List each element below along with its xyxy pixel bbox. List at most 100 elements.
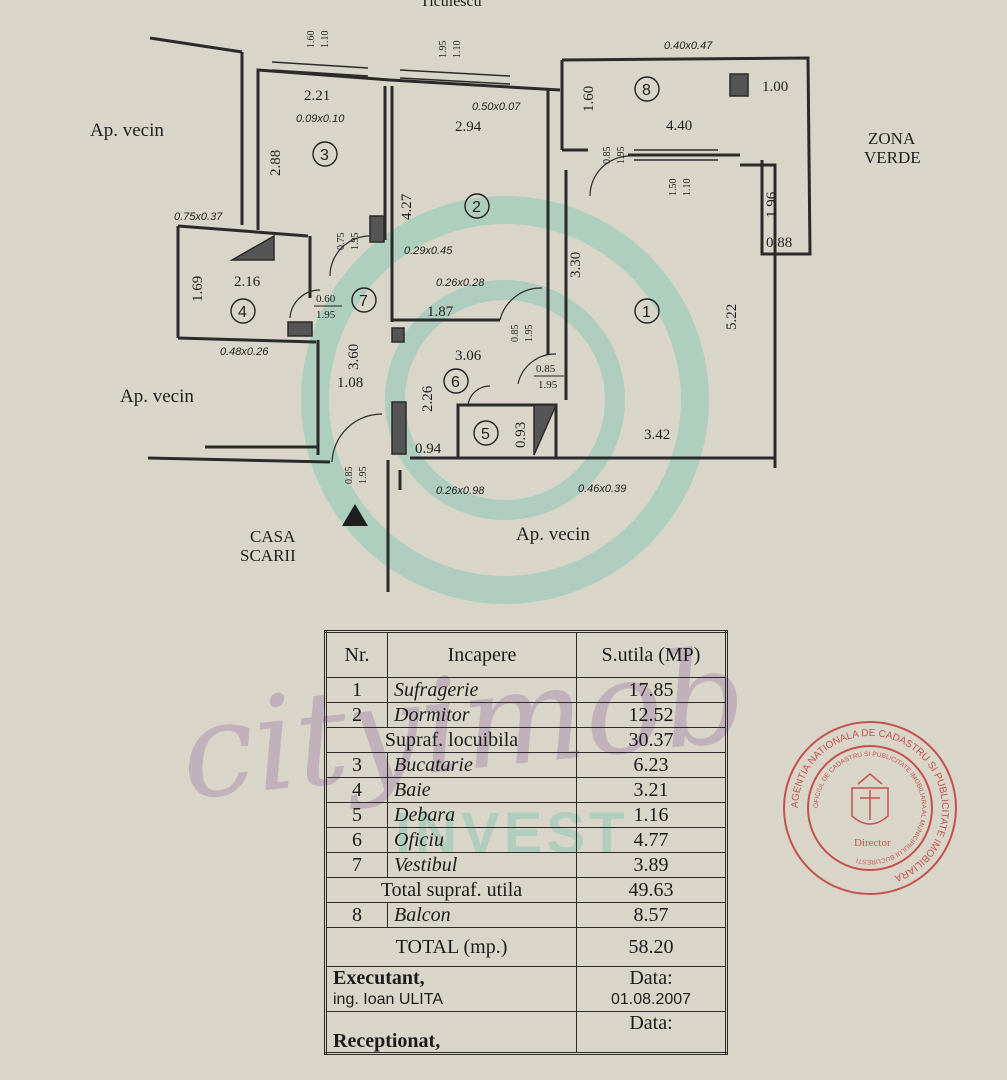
room-number-1: 1 — [642, 304, 651, 321]
executant-date-label: Data: — [629, 967, 673, 989]
vertical-dimension-labels: 2.88 4.27 1.60 1.96 3.30 5.22 1.69 3.60 … — [190, 86, 780, 448]
seal-center-text: Director — [854, 837, 891, 849]
row-area: 3.89 — [576, 852, 727, 878]
row-name: Balcon — [387, 902, 577, 928]
room-number-8: 8 — [642, 82, 651, 99]
d1-height: 1.95 — [538, 379, 558, 391]
w2-width: 1.95 — [438, 41, 449, 59]
table-row: 7 Vestibul 3.89 — [325, 852, 727, 878]
table-row: 5 Debara 1.16 — [325, 802, 727, 828]
d1-width: 0.85 — [536, 363, 556, 375]
area-table: Nr. Incapere S.utila (MP) 1 Sufragerie 1… — [324, 630, 728, 1055]
row-name: Dormitor — [387, 702, 577, 728]
total-useful-row: Total supraf. utila 49.63 — [325, 877, 727, 903]
label-neighbor-top-left: Ap. vecin — [90, 120, 164, 141]
note-3: 0.09x0.10 — [296, 113, 345, 125]
row-nr: 7 — [325, 852, 388, 878]
subtotal-living-value: 30.37 — [576, 727, 727, 753]
w3-height: 1.10 — [320, 31, 331, 49]
note-9: 0.46x0.39 — [578, 483, 626, 495]
row-area: 17.85 — [576, 677, 727, 703]
official-seal: AGENTIA NATIONALA DE CADASTRU SI PUBLICI… — [783, 721, 957, 895]
windows — [271, 61, 718, 161]
coat-of-arms-icon — [851, 773, 889, 825]
receptionat-row: Receptionat, Data: — [325, 1011, 727, 1054]
dim-r7-bottom: 1.87 — [427, 304, 454, 320]
walls — [147, 36, 812, 592]
dim-r1-side: 3.30 — [568, 252, 584, 278]
w1-width: 1.50 — [668, 179, 679, 197]
label-green-zone-2: VERDE — [864, 148, 921, 167]
grand-total-row: TOTAL (mp.) 58.20 — [325, 927, 727, 967]
row-nr: 3 — [325, 752, 388, 778]
total-useful-label: Total supraf. utila — [325, 877, 577, 903]
dim-r4-top: 2.16 — [234, 274, 261, 290]
door-arcs — [289, 155, 631, 463]
dim-corr-width: 3.06 — [455, 348, 482, 364]
w1-height: 1.10 — [682, 179, 693, 197]
d8-width: 0.85 — [602, 147, 613, 165]
dim-r8-small: 1.00 — [762, 79, 788, 95]
grand-total-label: TOTAL (mp.) — [325, 927, 577, 967]
room-number-4: 4 — [238, 304, 247, 321]
note-8: 0.26x0.98 — [436, 485, 485, 497]
grand-total-value: 58.20 — [576, 927, 727, 967]
row-area: 3.21 — [576, 777, 727, 803]
executant-label: Executant, — [333, 967, 425, 989]
row-area: 12.52 — [576, 702, 727, 728]
dim-r1-right: 5.22 — [724, 304, 740, 330]
subtotal-living-label: Supraf. locuibila — [325, 727, 577, 753]
note-2: 0.50x0.07 — [472, 101, 521, 113]
street-label: Ticulescu — [420, 0, 482, 10]
table-row: 4 Baie 3.21 — [325, 777, 727, 803]
floor-plan: Ticulescu — [90, 0, 921, 604]
table-row: 3 Bucatarie 6.23 — [325, 752, 727, 778]
note-7: 0.48x0.26 — [220, 346, 269, 358]
receptionat-date-label: Data: — [576, 1011, 727, 1054]
watermark-ring — [301, 196, 709, 604]
subtotal-living-row: Supraf. locuibila 30.37 — [325, 727, 727, 753]
label-stairs-2: SCARII — [240, 546, 296, 565]
row-nr: 5 — [325, 802, 388, 828]
row-area: 8.57 — [576, 902, 727, 928]
row-nr: 1 — [325, 677, 388, 703]
row-area: 1.16 — [576, 802, 727, 828]
note-1: 0.40x0.47 — [664, 40, 713, 52]
label-neighbor-bottom: Ap. vecin — [516, 524, 590, 545]
room-number-5: 5 — [481, 426, 490, 443]
receptionat-label: Receptionat, — [325, 1011, 577, 1054]
row-name: Bucatarie — [387, 752, 577, 778]
room-number-2: 2 — [472, 199, 481, 216]
d-entry-height: 1.95 — [358, 467, 369, 485]
room-number-3: 3 — [320, 147, 329, 164]
d2-height: 1.95 — [524, 325, 535, 343]
dim-r3-top: 2.21 — [304, 88, 330, 104]
w3-width: 1.60 — [306, 31, 317, 49]
d-entry-width: 0.85 — [344, 467, 355, 485]
shafts — [229, 73, 749, 456]
w2-height: 1.10 — [452, 41, 463, 59]
note-5: 0.29x0.45 — [404, 245, 453, 257]
room-markers — [230, 76, 660, 446]
row-nr: 2 — [325, 702, 388, 728]
dim-r1-bottom: 3.42 — [644, 427, 670, 443]
d4-height: 1.95 — [316, 309, 336, 321]
row-nr: 8 — [325, 902, 388, 928]
room-number-7: 7 — [359, 293, 368, 310]
d8-height: 1.95 — [616, 147, 627, 165]
executant-row: Executant, ing. Ioan ULITA Data: 01.08.2… — [325, 966, 727, 1012]
dim-r2-top: 2.94 — [455, 119, 482, 135]
note-6: 0.26x0.28 — [436, 277, 485, 289]
dim-r6-side: 3.60 — [346, 344, 362, 370]
dimension-labels: 2.21 2.94 4.40 1.00 0.88 3.42 2.16 1.87 … — [234, 79, 792, 457]
row-nr: 4 — [325, 777, 388, 803]
table-row: 8 Balcon 8.57 — [325, 902, 727, 928]
total-useful-value: 49.63 — [576, 877, 727, 903]
dim-r8-right: 1.96 — [764, 191, 780, 218]
dim-r5-width: 0.94 — [415, 441, 442, 457]
row-nr: 6 — [325, 827, 388, 853]
row-name: Sufragerie — [387, 677, 577, 703]
row-area: 4.77 — [576, 827, 727, 853]
header-room: Incapere — [387, 631, 577, 678]
row-name: Baie — [387, 777, 577, 803]
